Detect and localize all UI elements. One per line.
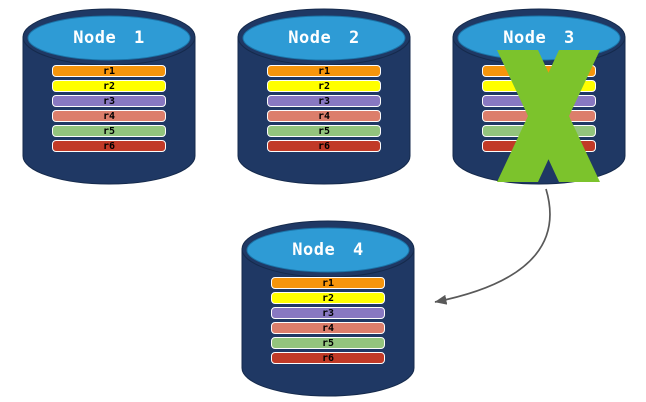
record-r4: r4: [52, 110, 166, 122]
node-title: Node 2: [288, 28, 360, 48]
record-r5: r5: [267, 125, 381, 137]
record-r1: r1: [267, 65, 381, 77]
record-r1: r1: [52, 65, 166, 77]
node-title: Node 3: [503, 28, 575, 48]
cylinder-top-face: [242, 15, 406, 61]
record-r5: r5: [271, 337, 385, 349]
record-r2: r2: [52, 80, 166, 92]
x-shape: [497, 50, 600, 182]
record-r4: r4: [267, 110, 381, 122]
record-r5: r5: [52, 125, 166, 137]
record-r6: r6: [271, 352, 385, 364]
record-r3: r3: [271, 307, 385, 319]
record-stack: r1 r2 r3 r4 r5 r6: [271, 277, 385, 367]
node-title: Node 1: [73, 28, 145, 48]
record-r2: r2: [267, 80, 381, 92]
node-title: Node 4: [292, 240, 364, 260]
node-4: Node 4 r1 r2 r3 r4 r5 r6: [240, 216, 416, 400]
record-r3: r3: [52, 95, 166, 107]
node-2: Node 2 r1 r2 r3 r4 r5 r6: [236, 4, 412, 188]
record-stack: r1 r2 r3 r4 r5 r6: [52, 65, 166, 155]
cylinder-top-face: [27, 15, 191, 61]
arrow-curve: [434, 188, 551, 305]
record-r1: r1: [271, 277, 385, 289]
node-1: Node 1 r1 r2 r3 r4 r5 r6: [21, 4, 197, 188]
record-r6: r6: [52, 140, 166, 152]
record-r2: r2: [271, 292, 385, 304]
record-stack: r1 r2 r3 r4 r5 r6: [267, 65, 381, 155]
node-3: Node 3 r1 r2 r3 r4 r5 r6: [451, 4, 627, 188]
record-r6: r6: [267, 140, 381, 152]
failure-x-icon: [497, 50, 600, 182]
record-r3: r3: [267, 95, 381, 107]
cylinder-top-face: [246, 227, 410, 273]
record-r4: r4: [271, 322, 385, 334]
